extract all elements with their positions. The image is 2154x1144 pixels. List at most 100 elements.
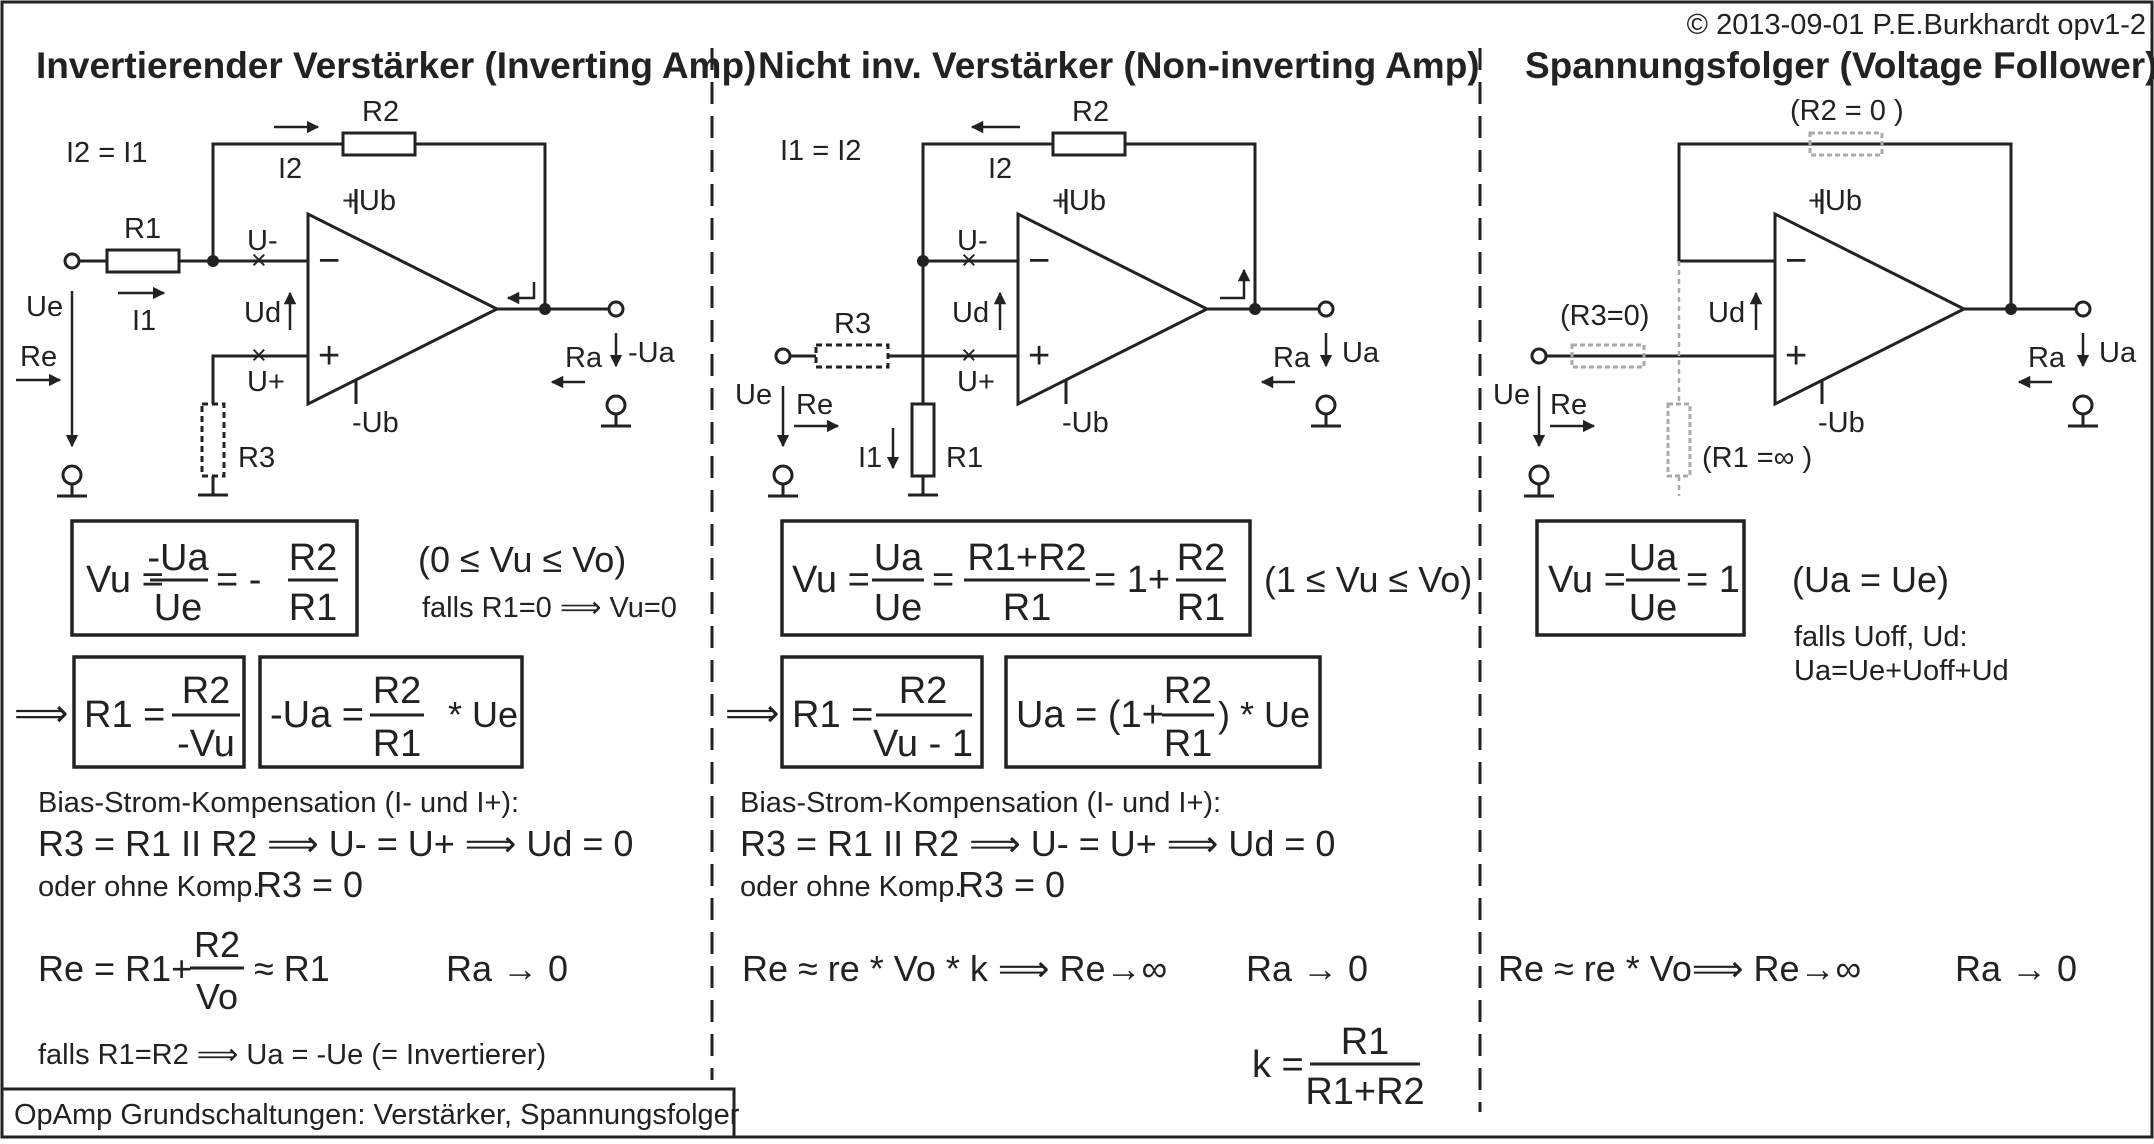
label-i2: I2: [988, 153, 1012, 185]
output-node: [539, 303, 551, 315]
re-formula: Re ≈ re * Vo * k ⟹ Re→∞: [742, 948, 1167, 989]
formula-den: R1+R2: [1305, 1071, 1424, 1113]
formula-box-ua: [1004, 655, 1322, 769]
label-ue: Ue: [26, 291, 63, 323]
opamp-triangle: [306, 211, 501, 407]
label-r1: R1: [946, 442, 983, 474]
output-terminal: [607, 300, 625, 318]
ground-terminal-out: [2072, 394, 2094, 416]
cross-marker: ×: [961, 245, 977, 275]
resistor-r2: [341, 131, 417, 157]
label-re: Re: [20, 341, 57, 373]
opamp-triangle: [1016, 211, 1211, 407]
panel-inverting: Invertierender Verstärker (Inverting Amp…: [14, 45, 756, 1071]
formula-box-r1: [780, 655, 984, 769]
copyright: © 2013-09-01 P.E.Burkhardt opv1-2: [1687, 9, 2146, 41]
formula-den: R1: [373, 723, 422, 765]
formula-eq: = -: [216, 559, 261, 601]
formula-tail: = 1: [1686, 559, 1740, 601]
formula-ua-lhs: Ua = (1+: [1016, 694, 1164, 736]
label-i1: I1: [132, 305, 156, 337]
resistor-r1: [105, 248, 181, 274]
bias-alt: R3 = 0: [256, 864, 363, 905]
supply-negative: -Ub: [1818, 407, 1865, 439]
resistor-r2-virtual: [1808, 131, 1884, 157]
offset-condition: falls Uoff, Ud:: [1794, 621, 1968, 653]
input-terminal: [1530, 347, 1548, 365]
formula-num: Ua: [874, 537, 923, 579]
formula-r1-lhs: R1 =: [792, 694, 873, 736]
formula-num: R2: [1177, 537, 1226, 579]
label-ra: Ra: [565, 342, 603, 374]
input-terminal: [774, 347, 792, 365]
cross-marker: ×: [961, 340, 977, 370]
formula-den: Vu - 1: [873, 723, 973, 765]
plus-input-sign: +: [1785, 335, 1807, 377]
footer-box: [0, 1087, 736, 1139]
formula-num: R2: [1164, 670, 1213, 712]
k-formula-lhs: k =: [1252, 1044, 1304, 1086]
formula-num: R2: [194, 924, 240, 965]
supply-positive: +Ub: [342, 185, 396, 217]
minus-input-sign: −: [318, 240, 340, 282]
label-r3: R3: [238, 442, 275, 474]
bias-alt-prefix: oder ohne Komp.: [740, 871, 962, 903]
resistor-r3: [814, 343, 890, 369]
input-terminal: [63, 252, 81, 270]
formula-den: Ue: [154, 587, 203, 629]
supply-positive: +Ub: [1052, 185, 1106, 217]
formula-den: Ue: [874, 587, 923, 629]
formula-num: R1+R2: [967, 537, 1086, 579]
current-relation: I2 = I1: [66, 137, 147, 169]
label-u-minus: U-: [957, 225, 988, 257]
bias-heading: Bias-Strom-Kompensation (I- und I+):: [740, 787, 1221, 819]
formula-box-ua: [258, 655, 524, 769]
ground-terminal-out: [1315, 394, 1337, 416]
formula-box-vu: [70, 519, 359, 637]
opamp-triangle: [1773, 211, 1968, 407]
feedback-wire: [1677, 142, 2013, 309]
formula-box-vu: [780, 519, 1252, 637]
supply-negative: -Ub: [1062, 407, 1109, 439]
formula-tail: * Ue: [448, 694, 518, 735]
formula-eq: = 1+: [1094, 559, 1170, 601]
formula-box-vu: [1535, 519, 1746, 637]
formula-vu-lhs: Vu =: [1548, 559, 1626, 601]
formula-den: R1: [1164, 723, 1213, 765]
formula-num: R2: [289, 537, 338, 579]
circuit-inverting: − + +Ub -Ub R1 U- × I1 R2 I2: [16, 96, 676, 498]
offset-formula: Ua=Ue+Uoff+Ud: [1794, 655, 2009, 687]
label-r2: (R2 = 0 ): [1790, 95, 1904, 127]
ground-terminal-out: [605, 394, 627, 416]
supply-negative: -Ub: [352, 407, 399, 439]
formula-den: Ue: [1629, 587, 1678, 629]
ground-symbol: [198, 476, 228, 497]
formula-den: R1: [1177, 587, 1226, 629]
inverter-note: falls R1=R2 ⟹ Ua = -Ue (= Invertierer): [38, 1039, 546, 1071]
vu-range: (1 ≤ Vu ≤ Vo): [1264, 559, 1472, 600]
label-u-plus: U+: [247, 366, 285, 398]
circuit-noninverting: − + +Ub -Ub U- × R2 I2 R1 I1: [735, 96, 1380, 498]
label-r2: R2: [362, 96, 399, 128]
label-ud: Ud: [1708, 297, 1745, 329]
output-current-arrow: [506, 282, 536, 305]
output-current-arrow: [1220, 268, 1251, 300]
vu-condition: falls R1=0 ⟹ Vu=0: [422, 592, 677, 624]
label-r1: R1: [124, 213, 161, 245]
label-i1: I1: [858, 442, 882, 474]
label-r2: R2: [1072, 96, 1109, 128]
formula-box-r1: [72, 655, 246, 769]
ra-limit: Ra → 0: [1955, 948, 2077, 989]
formula-den: R1: [1003, 587, 1052, 629]
title-follower: Spannungsfolger (Voltage Follower): [1525, 45, 2154, 86]
label-ua: Ua: [2099, 337, 2137, 369]
implies-arrow: ⟹: [14, 693, 68, 735]
plus-input-sign: +: [318, 335, 340, 377]
label-r1: (R1 =∞ ): [1702, 442, 1812, 474]
ra-limit: Ra → 0: [446, 948, 568, 989]
label-i2: I2: [278, 153, 302, 185]
plus-input-sign: +: [1028, 335, 1050, 377]
bias-equation: R3 = R1 II R2 ⟹ U- = U+ ⟹ Ud = 0: [740, 823, 1335, 864]
